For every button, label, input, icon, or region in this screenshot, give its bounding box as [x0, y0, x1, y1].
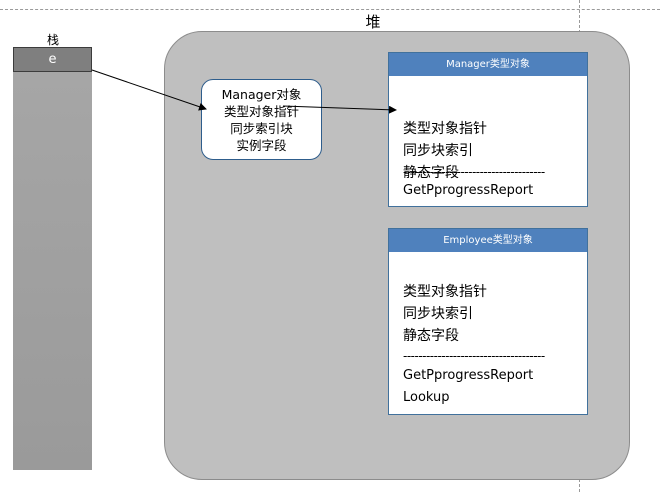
manager-object-node: Manager对象 类型对象指针 同步索引块 实例字段	[201, 79, 322, 160]
manager-type-fields: 类型对象指针 同步块索引 静态字段	[403, 118, 487, 184]
arrow-stack-to-object	[91, 69, 207, 111]
heap-label: 堆	[365, 13, 381, 31]
manager-object-line: 类型对象指针	[223, 103, 299, 119]
manager-object-line: 实例字段	[236, 137, 287, 153]
stack-region	[13, 70, 92, 470]
employee-type-header: Employee类型对象	[389, 229, 587, 252]
type-field: 类型对象指针	[403, 284, 487, 300]
manager-type-object: Manager类型对象 类型对象指针 同步块索引 静态字段 ----------…	[388, 52, 588, 207]
manager-type-body: 类型对象指针 同步块索引 静态字段 ----------------------…	[389, 76, 587, 198]
type-separator: -------------------------------------	[403, 165, 545, 179]
type-field: 类型对象指针	[403, 121, 487, 137]
type-method: GetPprogressReport	[403, 368, 534, 383]
guide-line-horizontal	[0, 9, 660, 10]
type-method: GetPprogressReport	[403, 183, 534, 198]
stack-variable-e: e	[13, 47, 92, 72]
type-separator: -------------------------------------	[403, 349, 545, 363]
employee-type-fields: 类型对象指针 同步块索引 静态字段	[403, 281, 487, 347]
type-field: 静态字段	[403, 165, 459, 181]
manager-object-title: Manager对象	[221, 86, 302, 102]
manager-object-line: 同步索引块	[230, 120, 293, 136]
employee-type-methods: GetPprogressReport Lookup	[403, 365, 533, 409]
type-field: 静态字段	[403, 328, 459, 344]
type-field: 同步块索引	[403, 143, 473, 159]
type-field: 同步块索引	[403, 306, 473, 322]
type-method: Lookup	[403, 390, 450, 405]
arrow-object-to-type	[282, 105, 397, 114]
employee-type-object: Employee类型对象 类型对象指针 同步块索引 静态字段 ---------…	[388, 228, 588, 415]
stack-label: 栈	[46, 33, 59, 47]
manager-type-header: Manager类型对象	[389, 53, 587, 76]
